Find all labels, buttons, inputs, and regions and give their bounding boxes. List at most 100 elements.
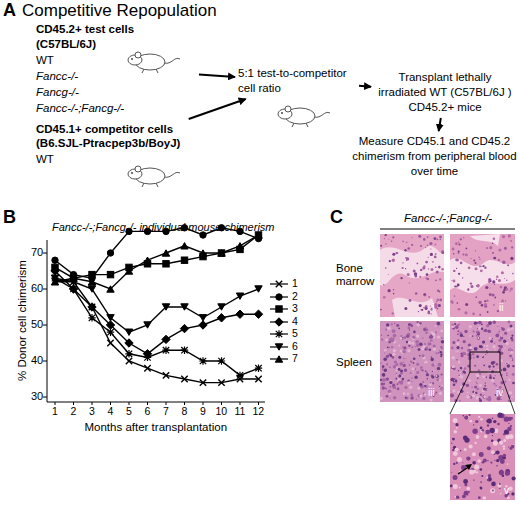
mouse-icon — [128, 166, 180, 187]
cell-dot — [496, 279, 498, 281]
cell-dot — [409, 299, 412, 302]
cell-dot — [472, 452, 476, 456]
cell-dot — [452, 366, 454, 368]
cell-dot — [479, 398, 481, 400]
cell-dot — [483, 459, 487, 463]
cell-dot — [507, 427, 511, 431]
cell-dot — [423, 345, 426, 348]
cell-dot — [458, 324, 460, 326]
cell-dot — [437, 367, 440, 370]
data-marker — [236, 310, 244, 318]
cell-dot — [457, 284, 460, 287]
cell-dot — [400, 277, 402, 279]
cell-dot — [381, 335, 382, 336]
cell-dot — [385, 369, 387, 371]
data-marker — [218, 379, 224, 385]
data-marker — [70, 275, 76, 281]
cell-dot — [407, 349, 410, 352]
cell-dot — [483, 265, 485, 267]
cell-dot — [388, 353, 391, 356]
cell-dot — [393, 396, 396, 399]
bone-trabecula — [470, 234, 500, 246]
cell-dot — [468, 266, 471, 269]
data-marker — [89, 304, 95, 310]
cell-dot — [497, 326, 498, 327]
cell-dot — [419, 276, 421, 278]
cell-dot — [435, 325, 437, 327]
cell-dot — [423, 293, 426, 296]
cell-dot — [452, 248, 455, 251]
cell-dot — [433, 347, 437, 351]
cell-dot — [489, 369, 490, 370]
bone-trabecula — [380, 246, 444, 286]
cell-dot — [454, 323, 456, 325]
cell-dot — [469, 469, 474, 474]
cell-dot — [480, 429, 483, 432]
cell-dot — [502, 334, 503, 335]
cell-dot — [493, 383, 495, 385]
cell-dot — [472, 429, 477, 434]
cell-dot — [512, 382, 515, 385]
cell-dot — [467, 488, 469, 490]
cell-dot — [410, 396, 413, 399]
cell-dot — [426, 373, 429, 376]
cell-dot — [477, 459, 481, 463]
cell-dot — [431, 357, 432, 358]
cell-dot — [464, 448, 467, 451]
cell-dot — [495, 334, 499, 338]
tick — [110, 402, 111, 405]
cell-dot — [452, 449, 454, 451]
cell-dot — [493, 321, 496, 324]
cell-dot — [472, 394, 475, 397]
data-marker — [125, 268, 132, 274]
cell-dot — [384, 352, 385, 353]
tick — [221, 402, 222, 405]
data-marker — [163, 372, 169, 378]
cell-dot — [435, 253, 437, 255]
cell-dot — [437, 290, 440, 293]
cell-dot — [483, 395, 486, 398]
cell-dot — [425, 327, 427, 329]
cell-dot — [456, 258, 459, 261]
cell-dot — [456, 496, 459, 499]
cell-dot — [511, 492, 514, 495]
data-marker — [180, 324, 188, 332]
cell-dot — [390, 354, 392, 356]
cell-dot — [399, 362, 403, 366]
data-marker — [144, 365, 150, 371]
cell-dot — [430, 248, 431, 249]
cell-dot — [493, 441, 498, 446]
data-line — [55, 278, 259, 375]
cell-dot — [430, 306, 431, 307]
cell-dot — [511, 359, 512, 360]
cell-dot — [453, 253, 454, 254]
cell-dot — [451, 472, 452, 473]
cell-dot — [439, 386, 440, 387]
cell-dot — [435, 244, 437, 246]
cell-dot — [481, 475, 483, 477]
cell-dot — [493, 366, 495, 368]
cell-dot — [416, 363, 419, 366]
cell-dot — [476, 355, 479, 358]
cell-dot — [390, 381, 392, 383]
bone-trabecula — [392, 298, 438, 317]
cell-dot — [382, 373, 386, 377]
figure-label: Fancc-/-;Fancg-/- individual mouse chime… — [52, 221, 275, 234]
cell-dot — [464, 367, 467, 370]
cell-dot — [481, 266, 482, 267]
tick — [73, 402, 74, 405]
cell-dot — [510, 240, 511, 241]
cell-dot — [453, 381, 455, 383]
legend-text: 4 — [292, 315, 298, 327]
cell-dot — [499, 345, 503, 349]
cell-dot — [422, 397, 425, 400]
cell-dot — [480, 427, 483, 430]
cell-dot — [470, 258, 471, 259]
cell-dot — [425, 307, 428, 310]
cell-dot — [392, 253, 395, 256]
histology-image — [380, 234, 444, 317]
cell-dot — [431, 375, 434, 378]
cell-dot — [415, 340, 419, 344]
cell-dot — [476, 383, 478, 385]
cell-dot — [457, 351, 459, 353]
